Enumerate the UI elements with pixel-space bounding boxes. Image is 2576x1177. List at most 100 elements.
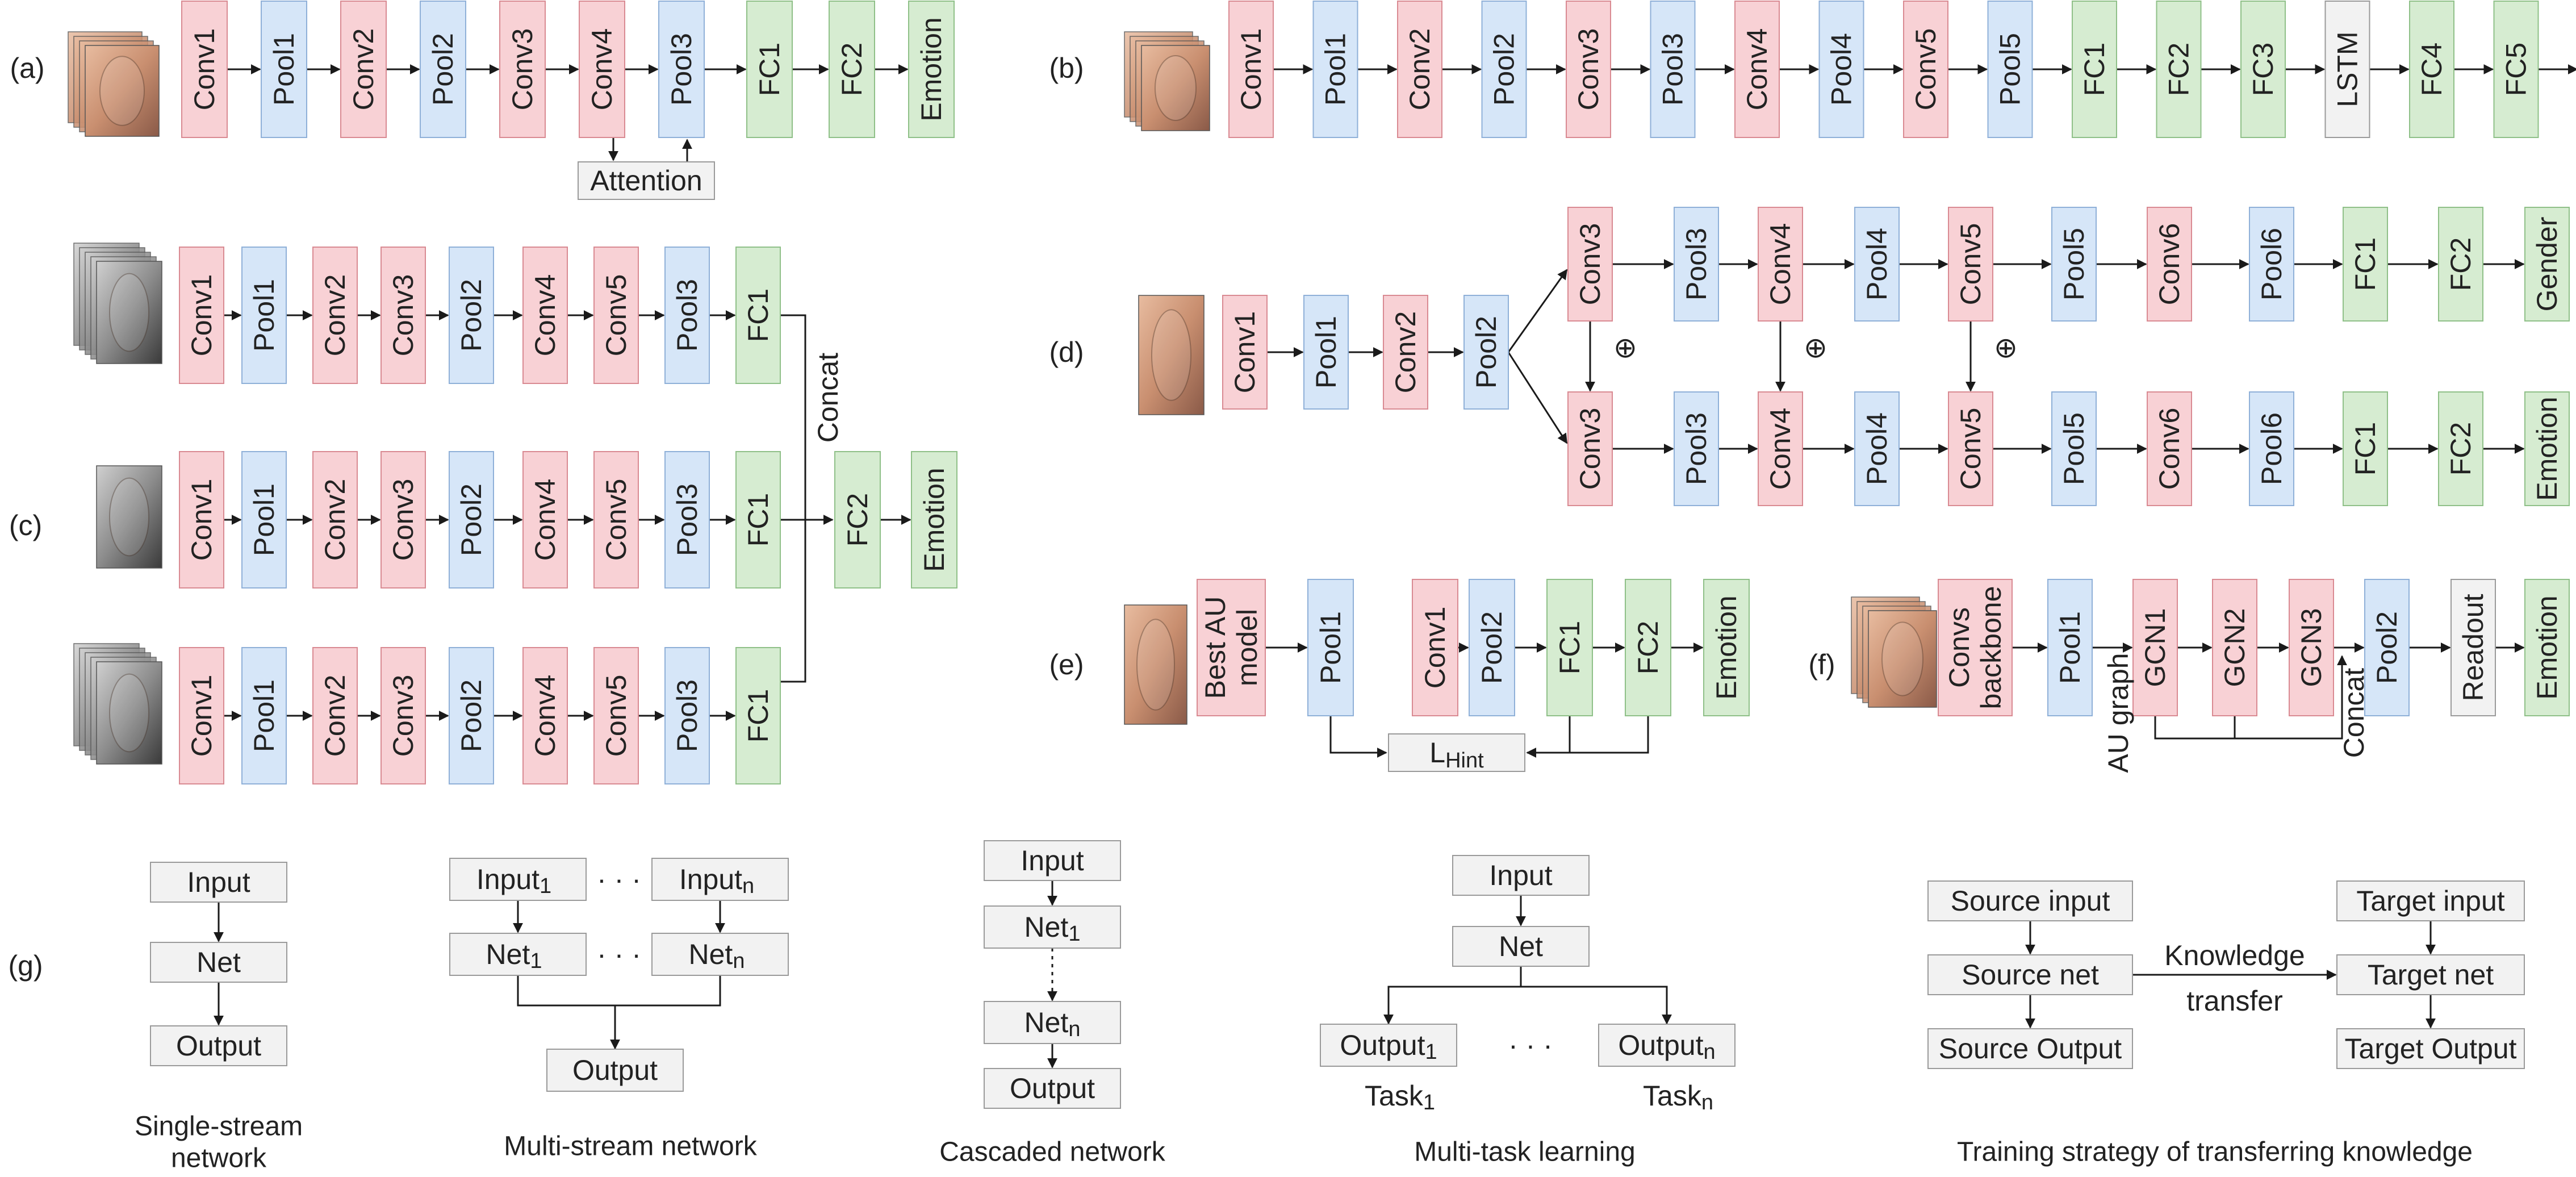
panel-d-bottom-block-pool4-3-label: Pool4 <box>1861 412 1893 485</box>
panel-b-face-thumbnail-face-shape <box>1155 55 1197 121</box>
panel-e-hint-link-left <box>1329 716 1387 758</box>
panel-g-transfer-caption: Training strategy of transferring knowle… <box>1957 1137 2473 1167</box>
panel-g-single-output-label: Output <box>176 1030 261 1062</box>
panel-d-bottom-block-pool5-5-box <box>2051 391 2097 506</box>
panel-b-block-fc4-14-label: FC4 <box>2416 43 2448 96</box>
panel-d-top-block-pool3-1-box <box>1674 207 1719 322</box>
panel-c-stream-2-block-fc1-8-box <box>735 451 781 588</box>
panel-g-mt-dots: · · · <box>1508 1029 1553 1061</box>
panel-g-cascade-net-n-label-main: Net <box>1024 1007 1069 1038</box>
panel-a-block-pool3-6-label: Pool3 <box>666 33 697 106</box>
panel-c-stream-2-block-fc1-8-label: FC1 <box>742 493 774 546</box>
panel-c-stream-3-block-pool1-1-label: Pool1 <box>248 679 280 752</box>
panel-g-mt-task-1-main: Task <box>1365 1080 1424 1112</box>
panel-e-face-thumbnail-face-shape <box>1136 619 1175 711</box>
panel-g-mt-task-n-main: Task <box>1643 1080 1702 1112</box>
panel-g-mt-task-n: Taskn <box>1643 1080 1713 1115</box>
panel-f-au-graph-label: AU graph <box>2102 653 2134 773</box>
panel-e-hint-label: LHint <box>1429 737 1484 773</box>
panel-f-face-thumbnail-face-shape <box>1881 621 1923 696</box>
panel-e-pool1-label: Pool1 <box>1315 611 1346 684</box>
panel-c-stream-3-block-conv3-3-label: Conv3 <box>387 675 419 757</box>
panel-g-transfer-transfer-label: transfer <box>2186 985 2283 1017</box>
panel-b-block-conv2-2-box <box>1397 1 1442 138</box>
panel-g-target-input-box <box>2336 880 2525 921</box>
panel-a-block-pool1-1-box <box>261 1 307 138</box>
panel-d-plus-icon-2: ⊕ <box>1804 332 1828 364</box>
panel-e-pool2-label: Pool2 <box>1476 611 1508 684</box>
panel-c-stream-3-block-conv4-5-box <box>522 647 568 784</box>
panel-b-block-pool1-1-label: Pool1 <box>1320 33 1352 106</box>
panel-c-fc2-box <box>834 451 881 588</box>
panel-c-stream-2-block-conv3-3-box <box>380 451 426 588</box>
panel-g-mt-output-n-box <box>1598 1024 1736 1067</box>
panel-a-block-fc2-8-box <box>829 1 875 138</box>
panel-g-multi-input-n-label-sub: n <box>742 874 754 898</box>
panel-e-hint-box <box>1388 733 1525 772</box>
panel-a-block-pool2-3-label: Pool2 <box>427 33 459 106</box>
panel-f-pool2-box <box>2364 579 2410 716</box>
panel-f-face-thumbnail-frame-0 <box>1868 610 1937 708</box>
panel-c-stream-3-block-pool2-4-label: Pool2 <box>455 679 487 752</box>
panel-d-bottom-block-pool6-7-box <box>2249 391 2294 506</box>
panel-b-block-pool4-7-label: Pool4 <box>1826 33 1858 106</box>
panel-g-multi-net-n-box <box>651 933 789 976</box>
panel-g-cascade-output-label: Output <box>1010 1072 1095 1104</box>
panel-a-block-emotion-9-box <box>908 1 955 138</box>
panel-d-top-block-conv4-2-box <box>1758 207 1803 322</box>
panel-d-gender-label: Gender <box>2531 217 2563 312</box>
panel-c-stream-1-block-pool3-7-label: Pool3 <box>671 279 703 352</box>
panel-f-gcn2-box <box>2212 579 2257 716</box>
panel-b-block-conv4-6-label: Conv4 <box>1741 28 1773 111</box>
panel-g-cascade-output-box <box>984 1068 1121 1109</box>
panel-c-stream-1-block-pool1-1-label: Pool1 <box>248 279 280 352</box>
panel-g-mt-caption: Multi-task learning <box>1414 1137 1635 1167</box>
panel-d-top-block-fc1-8-box <box>2343 207 2388 322</box>
panel-f-gcn3-label: GCN3 <box>2295 608 2327 687</box>
panel-g-target-input-label: Target input <box>2356 885 2504 917</box>
panel-e-pool1-box <box>1307 579 1354 716</box>
panel-g-multi-net-n-label-main: Net <box>689 938 733 970</box>
panel-g-mt-output-1-box <box>1320 1024 1457 1067</box>
panel-f-gcn1-box <box>2132 579 2178 716</box>
panel-d-top-block-pool3-1-label: Pool3 <box>1680 228 1712 300</box>
panel-a-block-fc1-7-label: FC1 <box>754 43 785 96</box>
panel-d-top-block-pool5-5-box <box>2051 207 2097 322</box>
panel-c-stream-3-block-conv2-2-label: Conv2 <box>319 675 351 757</box>
panel-c-stream-2-block-pool3-7-box <box>664 451 710 588</box>
panel-c-stream-2-block-conv5-6-box <box>593 451 639 588</box>
panel-a-block-pool3-6-box <box>658 1 705 138</box>
panel-f-emotion-label: Emotion <box>2531 595 2563 699</box>
panel-c-stream-3-thumbnail-frame-0 <box>96 661 162 765</box>
panel-f-concat-bracket <box>2154 655 2347 740</box>
panel-g-single-net-label: Net <box>196 946 241 978</box>
panel-c-stream-2-block-pool2-4-box <box>449 451 494 588</box>
panel-b-block-conv1-0-label: Conv1 <box>1235 28 1267 111</box>
panel-c-stream-1-block-fc1-8-box <box>735 247 781 384</box>
panel-d-bottom-block-pool3-1-box <box>1674 391 1719 506</box>
panel-c-stream-1-block-conv3-3-label: Conv3 <box>387 274 419 357</box>
panel-d-bottom-block-conv3-0-box <box>1567 391 1613 506</box>
panel-c-stream-1-block-pool2-4-label: Pool2 <box>455 279 487 352</box>
panel-g-multi-net-n-label: Netn <box>689 938 745 973</box>
panel-g-multi-net-1-label-sub: 1 <box>530 949 542 973</box>
panel-d-emotion-label: Emotion <box>2531 396 2563 500</box>
panel-g-mt-output-n-label-main: Output <box>1618 1029 1703 1061</box>
panel-a-attention-box <box>578 161 715 200</box>
panel-b-block-fc4-14-box <box>2409 1 2454 138</box>
panel-f-readout-box <box>2450 579 2496 716</box>
panel-b-block-pool3-5-box <box>1650 1 1696 138</box>
panel-c-stream-1-block-fc1-8-label: FC1 <box>742 289 774 342</box>
panel-c-stream-1-block-pool2-4-box <box>449 247 494 384</box>
panel-d-top-block-pool5-5-label: Pool5 <box>2058 228 2090 300</box>
panel-b-block-fc5-15-box <box>2493 1 2539 138</box>
panel-d-top-block-conv4-2-label: Conv4 <box>1764 223 1796 306</box>
panel-e-best-au-model-label-line2: model <box>1231 609 1263 686</box>
panel-b-block-pool3-5-label: Pool3 <box>1657 33 1689 106</box>
panel-b-block-pool5-9-box <box>1987 1 2033 138</box>
panel-d-top-block-conv3-0-label: Conv3 <box>1574 223 1606 306</box>
panel-d-bottom-block-fc1-8-box <box>2343 391 2388 506</box>
panel-c-stream-1-block-conv3-3-box <box>380 247 426 384</box>
panel-c-stream-1-thumbnail-frame-0 <box>96 261 162 364</box>
panel-d-bottom-block-pool6-7-label: Pool6 <box>2256 412 2288 485</box>
